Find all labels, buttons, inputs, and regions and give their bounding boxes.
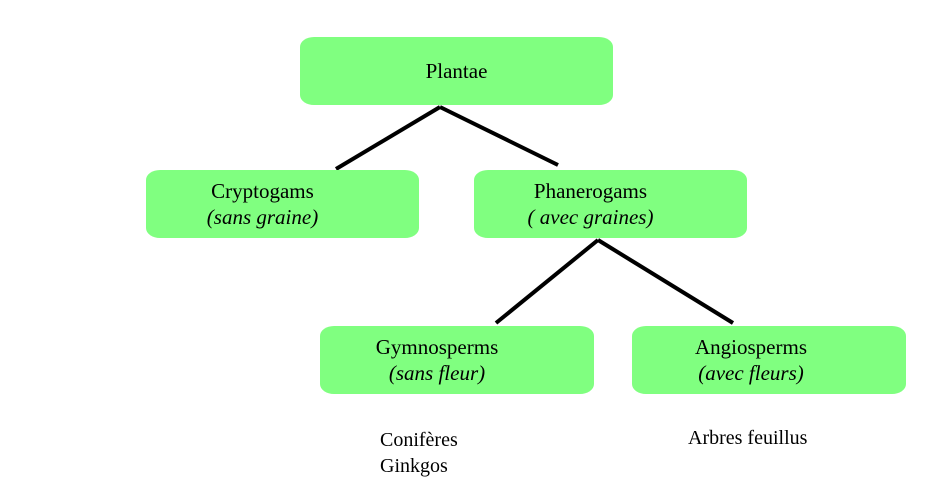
gymnosperm-examples: Conifères Ginkgos (380, 427, 458, 479)
node-cryptogams-subtitle: (sans graine) (206, 205, 319, 229)
node-angiosperms-title: Angiosperms (695, 335, 807, 359)
node-phanerogams: Phanerogams ( avec graines) (474, 170, 747, 238)
edge-phanerogams-gymnosperms (494, 238, 600, 325)
example-item: Ginkgos (380, 455, 448, 477)
angiosperm-examples: Arbres feuillus (688, 425, 807, 451)
node-plantae: Plantae (300, 37, 613, 105)
node-plantae-title: Plantae (425, 59, 488, 83)
node-phanerogams-title: Phanerogams (533, 179, 648, 203)
node-gymnosperms: Gymnosperms (sans fleur) (320, 326, 594, 394)
node-cryptogams-title: Cryptogams (211, 179, 314, 203)
example-item: Conifères (380, 429, 458, 451)
node-gymnosperms-title: Gymnosperms (375, 335, 499, 359)
node-phanerogams-subtitle: ( avec graines) (527, 205, 654, 229)
edge-phanerogams-angiosperms (596, 238, 735, 325)
node-angiosperms-subtitle: (avec fleurs) (698, 361, 804, 385)
edge-plantae-cryptogams (334, 105, 442, 171)
example-item: Arbres feuillus (688, 427, 808, 449)
node-cryptogams: Cryptogams (sans graine) (146, 170, 419, 238)
node-gymnosperms-subtitle: (sans fleur) (388, 361, 486, 385)
edge-plantae-phanerogams (439, 105, 559, 167)
node-angiosperms: Angiosperms (avec fleurs) (632, 326, 906, 394)
